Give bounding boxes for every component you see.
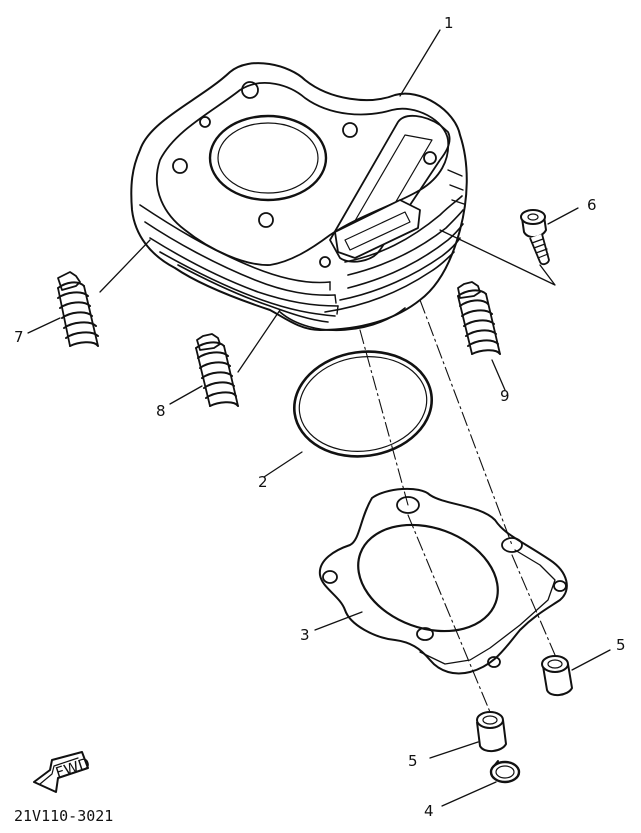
callout-7: 7 [14,328,24,346]
callout-2: 2 [258,473,268,491]
cylinder-part [130,62,468,332]
callout-5-lower: 5 [408,752,418,770]
callout-9: 9 [500,387,510,405]
callout-5-upper: 5 [616,636,626,654]
bolt-part [520,209,550,266]
diagram-code: 21V110-3021 [14,807,113,825]
callout-4: 4 [424,802,434,820]
alignment-lines [359,299,556,713]
callout-1: 1 [444,14,454,32]
callout-6: 6 [587,196,597,214]
forward-arrow-icon: FWD [33,751,92,793]
leader-lines [27,29,611,807]
circlip-part [489,760,521,784]
callout-labels: 1 2 3 4 5 5 6 7 8 9 [14,14,626,820]
cylinder-gasket-part [318,487,568,675]
callout-8: 8 [156,402,166,420]
callout-3: 3 [300,626,310,644]
dowel-pin-part-upper [541,655,573,696]
spring-part-9 [457,281,501,355]
spring-part-8 [195,333,239,407]
dowel-pin-part-lower [476,711,507,752]
spring-part-7 [57,271,99,347]
o-ring-part [292,350,434,458]
